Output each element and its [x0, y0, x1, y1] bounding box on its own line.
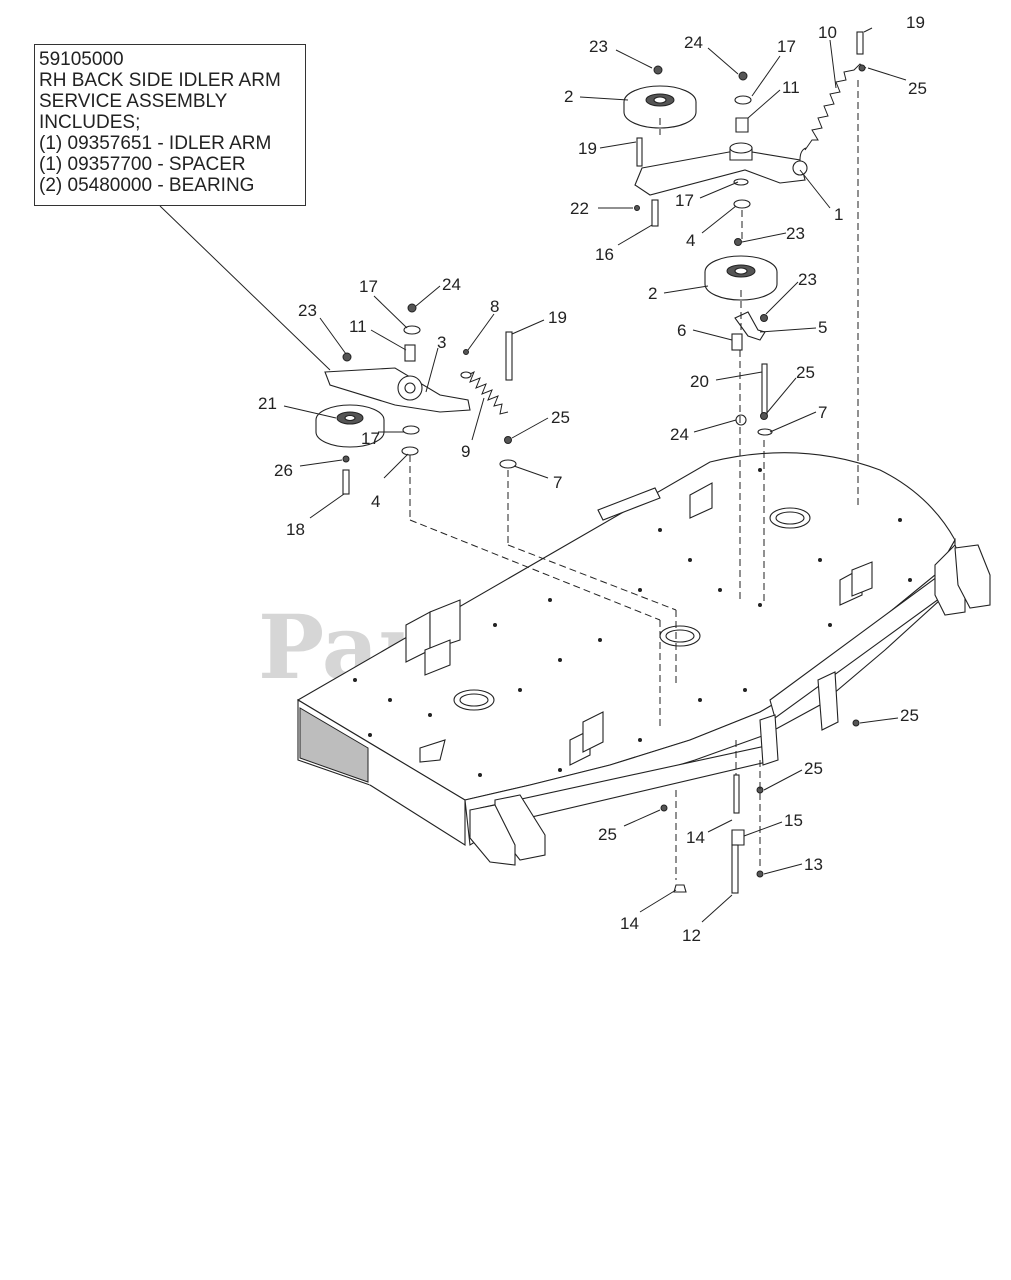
callout-19-arm: 19	[578, 139, 597, 158]
callout-20: 20	[690, 372, 709, 391]
service-box-leader	[159, 205, 331, 371]
callout-2-mid: 2	[648, 284, 657, 303]
service-includes: INCLUDES;	[39, 112, 141, 133]
left-idler-assembly	[315, 303, 677, 730]
callout-25-front: 25	[804, 759, 823, 778]
service-item-idler-arm: (1) 09357651 - IDLER ARM	[39, 133, 272, 154]
callout-10: 10	[818, 23, 837, 42]
callout-6: 6	[677, 321, 686, 340]
callout-4-right: 4	[686, 231, 695, 250]
leader-lines	[283, 27, 907, 923]
callout-17-low: 17	[361, 429, 380, 448]
callout-5: 5	[818, 318, 827, 337]
callout-19-left: 19	[548, 308, 567, 327]
callout-11-top: 11	[782, 78, 800, 97]
callout-16: 16	[595, 245, 614, 264]
callout-23-left: 23	[298, 301, 317, 320]
callout-26: 26	[274, 461, 293, 480]
callout-25-left: 25	[551, 408, 570, 427]
callout-2-top: 2	[564, 87, 573, 106]
service-assembly-note: 59105000 RH BACK SIDE IDLER ARM SERVICE …	[34, 44, 306, 206]
callout-23-bracket: 23	[798, 270, 817, 289]
callout-1: 1	[834, 205, 843, 224]
callout-25-right: 25	[796, 363, 815, 382]
callout-12: 12	[682, 926, 701, 945]
service-item-bearing: (2) 05480000 - BEARING	[39, 175, 255, 196]
callout-17-mid: 17	[675, 191, 694, 210]
callout-17-top: 17	[777, 37, 796, 56]
callout-18: 18	[286, 520, 305, 539]
callout-19-top: 19	[906, 13, 925, 32]
callout-22: 22	[570, 199, 589, 218]
callout-17-left: 17	[359, 277, 378, 296]
callout-13: 13	[804, 855, 823, 874]
service-item-spacer: (1) 09357700 - SPACER	[39, 154, 246, 175]
service-title-line-2: SERVICE ASSEMBLY	[39, 91, 228, 112]
callout-25-deck: 25	[900, 706, 919, 725]
callout-7-right: 7	[818, 403, 827, 422]
callout-23-mid: 23	[786, 224, 805, 243]
callout-9: 9	[461, 442, 470, 461]
callout-14-upper: 14	[686, 828, 705, 847]
callout-7-left: 7	[553, 473, 562, 492]
callout-8: 8	[490, 297, 499, 316]
mower-deck	[296, 452, 991, 866]
callout-21: 21	[258, 394, 277, 413]
callout-11-left: 11	[349, 317, 367, 336]
callout-24-right: 24	[670, 425, 689, 444]
callout-24-top: 24	[684, 33, 703, 52]
front-hardware	[660, 719, 860, 894]
callout-23-top: 23	[589, 37, 608, 56]
right-idler-assembly	[623, 31, 867, 605]
callout-4-left: 4	[371, 492, 380, 511]
callout-14-lower: 14	[620, 914, 639, 933]
callout-15: 15	[784, 811, 803, 830]
callout-25-top: 25	[908, 79, 927, 98]
service-part-number: 59105000	[39, 49, 124, 70]
callout-3: 3	[437, 333, 446, 352]
callout-24-left: 24	[442, 275, 461, 294]
callout-labels: 19 23 24 17 10 25 2 11 19 17 1 22 4 16 2…	[258, 13, 927, 945]
service-title-line-1: RH BACK SIDE IDLER ARM	[39, 70, 281, 91]
callout-25-bottom: 25	[598, 825, 617, 844]
